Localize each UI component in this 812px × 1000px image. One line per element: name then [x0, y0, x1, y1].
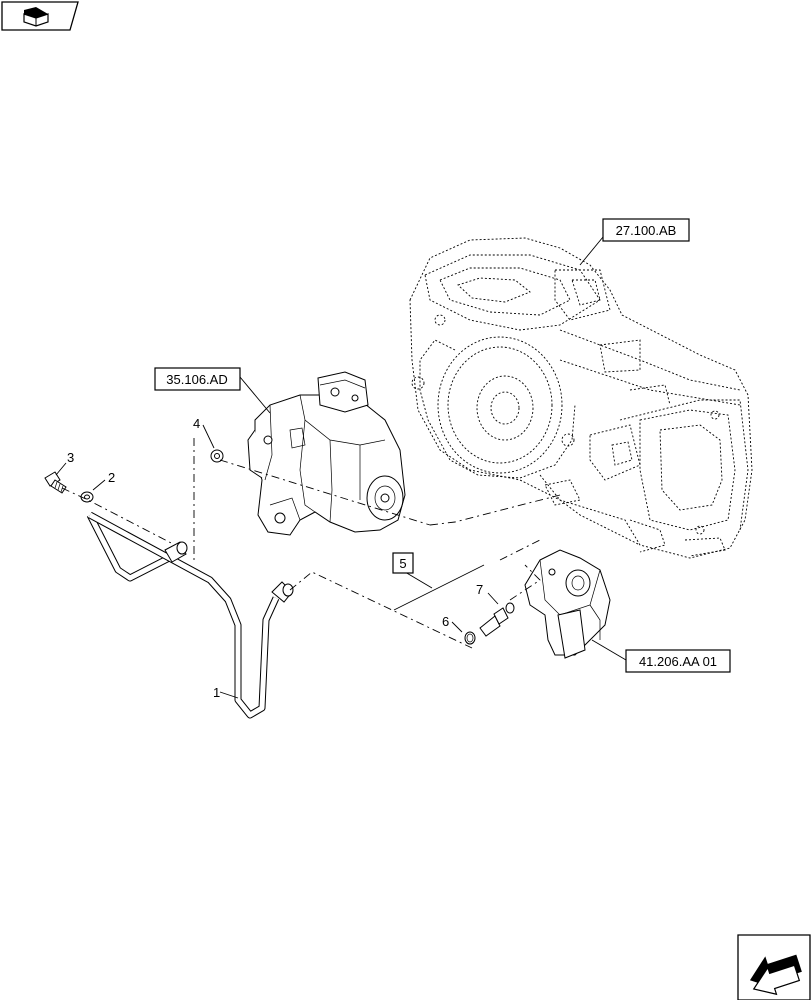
callout-4: 4 — [193, 416, 200, 431]
oring-6 — [464, 631, 476, 645]
callout-6: 6 — [442, 614, 449, 629]
ref-valve-label: 41.206.AA 01 — [639, 654, 717, 669]
book-arrow-icon — [23, 7, 49, 27]
ref-pump-label: 35.106.AD — [166, 372, 227, 387]
transmission-housing — [409, 237, 753, 559]
ref-valve[interactable]: 41.206.AA 01 — [625, 649, 731, 673]
arrow-icon — [749, 954, 802, 996]
bolt — [44, 471, 67, 494]
ref-pump[interactable]: 35.106.AD — [154, 367, 241, 391]
ref-transmission[interactable]: 27.100.AB — [602, 218, 690, 242]
hydraulic-tube — [86, 511, 294, 719]
ref-kit[interactable]: 5 — [392, 552, 414, 574]
callout-7: 7 — [476, 582, 483, 597]
callout-3: 3 — [67, 450, 74, 465]
previous-page-button[interactable] — [1, 1, 79, 31]
assembly-lines — [61, 438, 561, 649]
ref-transmission-label: 27.100.AB — [616, 223, 677, 238]
leader-lines — [55, 236, 627, 699]
washer-2 — [80, 491, 94, 503]
ref-kit-label: 5 — [399, 556, 406, 571]
hydraulic-pump — [247, 371, 406, 536]
callout-1: 1 — [213, 685, 220, 700]
washer-4 — [210, 449, 224, 463]
callout-2: 2 — [108, 470, 115, 485]
valve-block — [524, 549, 611, 659]
fitting-7 — [479, 602, 515, 637]
next-page-button[interactable] — [737, 934, 811, 1000]
